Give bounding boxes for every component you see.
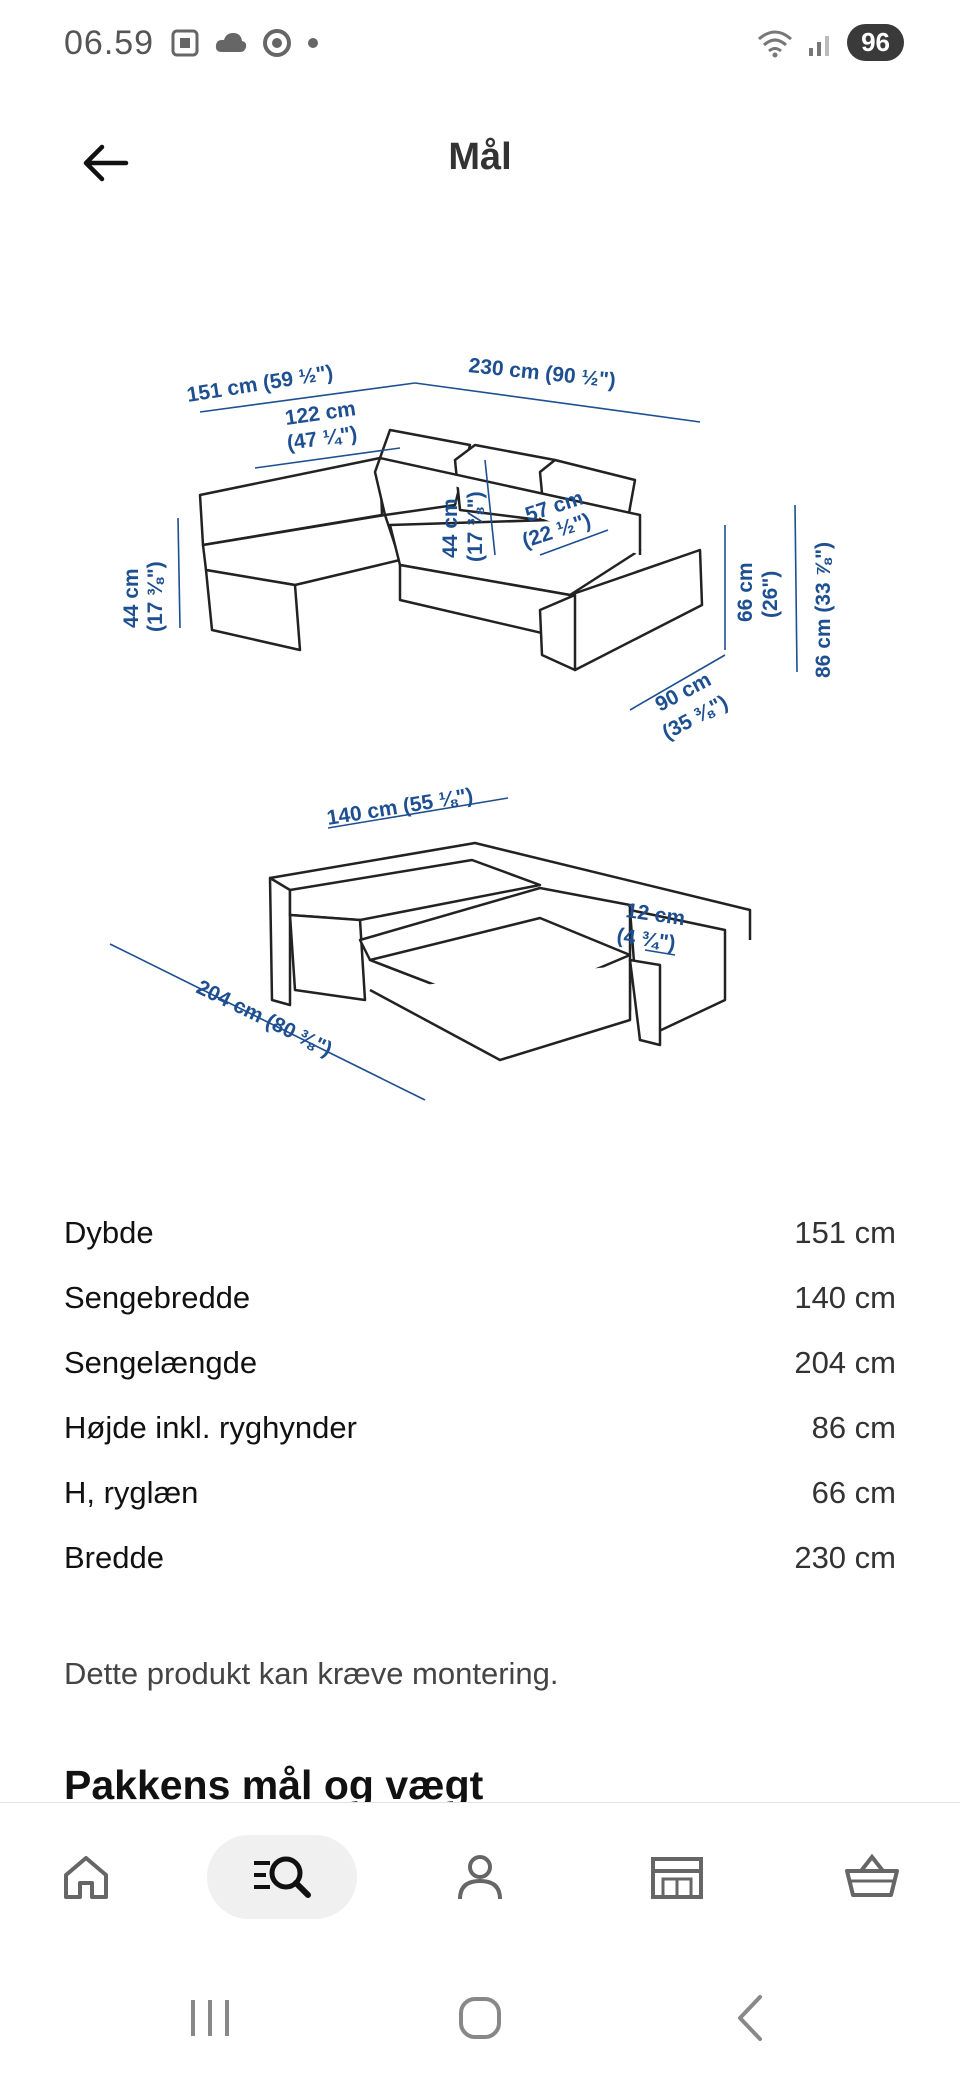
status-bar: 06.59 96: [0, 0, 960, 92]
dimension-row: Sengelængde 204 cm: [64, 1330, 896, 1395]
dimension-label: H, ryglæn: [64, 1474, 199, 1510]
assembly-note: Dette produkt kan kræve montering.: [64, 1656, 559, 1691]
top-bar: Mål: [0, 110, 960, 210]
dimension-row: Bredde 230 cm: [64, 1525, 896, 1590]
cloud-icon: [215, 33, 247, 52]
bed-left-front: [288, 913, 367, 1002]
bed-front: [369, 965, 632, 1062]
dimension-row: H, ryglæn 66 cm: [64, 1460, 896, 1525]
home-icon: [64, 1856, 108, 1899]
dimension-value: 66 cm: [811, 1474, 896, 1510]
dimension-row: Sengebredde 140 cm: [64, 1265, 896, 1330]
dim-label-bed-width: 140 cm (55 ⅛"): [325, 784, 474, 830]
recents-icon: [191, 2000, 229, 2036]
dim-label-back-cushion-in: (17 ⅜"): [464, 491, 487, 562]
system-navigation: [0, 1952, 960, 2080]
dimension-illustration: 151 cm (59 ½") 230 cm (90 ½") 122 cm (47…: [109, 354, 835, 1101]
nav-basket[interactable]: [822, 1835, 922, 1919]
nav-home[interactable]: [36, 1835, 136, 1919]
store-icon: [651, 1857, 703, 1899]
search-icon: [254, 1856, 311, 1898]
sofa-right-arm-side: [538, 593, 577, 672]
dim-label-back-cushion-cm: 44 cm: [439, 498, 462, 558]
profile-icon: [458, 1855, 502, 1900]
dim-label-back-height-cm: 66 cm: [734, 562, 757, 622]
dimension-row: Dybde 151 cm: [64, 1200, 896, 1265]
home-system-button[interactable]: [440, 1988, 520, 2048]
bed-left-arm: [268, 876, 292, 1007]
nav-store[interactable]: [627, 1835, 727, 1919]
bottom-navigation: [0, 1802, 960, 1953]
back-button[interactable]: [70, 128, 140, 198]
back-chevron-icon: [738, 1995, 762, 2041]
sofa-chaise-seat: [201, 513, 402, 587]
dimension-value: 204 cm: [794, 1344, 896, 1380]
dimension-value: 140 cm: [794, 1279, 896, 1315]
status-icons-left: [170, 28, 320, 58]
battery-level: 96: [847, 24, 904, 61]
status-time: 06.59: [64, 24, 155, 62]
dimension-label: Dybde: [64, 1214, 154, 1250]
dimensions-list: Dybde 151 cm Sengebredde 140 cm Sengelængde 2…: [64, 1200, 896, 1590]
dimension-row: Højde inkl. ryghynder 86 cm: [64, 1395, 896, 1460]
dimension-value: 151 cm: [794, 1214, 896, 1250]
status-icons-right: 96: [755, 24, 904, 61]
dim-label-seat-height-in: (17 ⅜"): [144, 561, 167, 632]
back-system-button[interactable]: [710, 1988, 790, 2048]
arrow-left-icon: [83, 144, 129, 182]
nav-search[interactable]: [207, 1835, 357, 1919]
dim-label-seat-height-cm: 44 cm: [120, 568, 143, 628]
dimension-label: Bredde: [64, 1539, 164, 1575]
sofa-back-frame: [379, 456, 642, 555]
package-section-heading[interactable]: Pakkens mål og vægt: [64, 1762, 484, 1802]
screenshot-icon: [171, 29, 199, 57]
dim-label-back-height-in: (26"): [759, 571, 782, 618]
dimension-label: Sengebredde: [64, 1279, 251, 1315]
dim-label-depth: 151 cm (59 ½"): [185, 361, 334, 407]
sofa-chaise-front: [204, 568, 302, 652]
bed-left-seat: [288, 858, 542, 922]
wifi-icon: [758, 30, 793, 57]
dimension-label: Højde inkl. ryghynder: [64, 1409, 357, 1445]
recents-button[interactable]: [170, 1988, 250, 2048]
dim-label-width: 230 cm (90 ½"): [467, 354, 616, 392]
bed-right-arm-front: [628, 958, 662, 1047]
dimension-label: Sengelængde: [64, 1344, 258, 1380]
signal-icon: [809, 35, 830, 56]
nav-profile[interactable]: [430, 1835, 530, 1919]
page-title: Mål: [448, 136, 512, 178]
basket-icon: [845, 1853, 899, 1897]
home-circle-icon: [459, 1997, 501, 2039]
dot-icon: [308, 38, 318, 48]
sofa-main-seat: [388, 518, 642, 597]
dimension-value: 86 cm: [811, 1409, 896, 1445]
chrome-icon: [263, 29, 291, 57]
dimension-value: 230 cm: [794, 1539, 896, 1575]
dim-label-total-height: 86 cm (33 ⅞"): [812, 542, 835, 678]
